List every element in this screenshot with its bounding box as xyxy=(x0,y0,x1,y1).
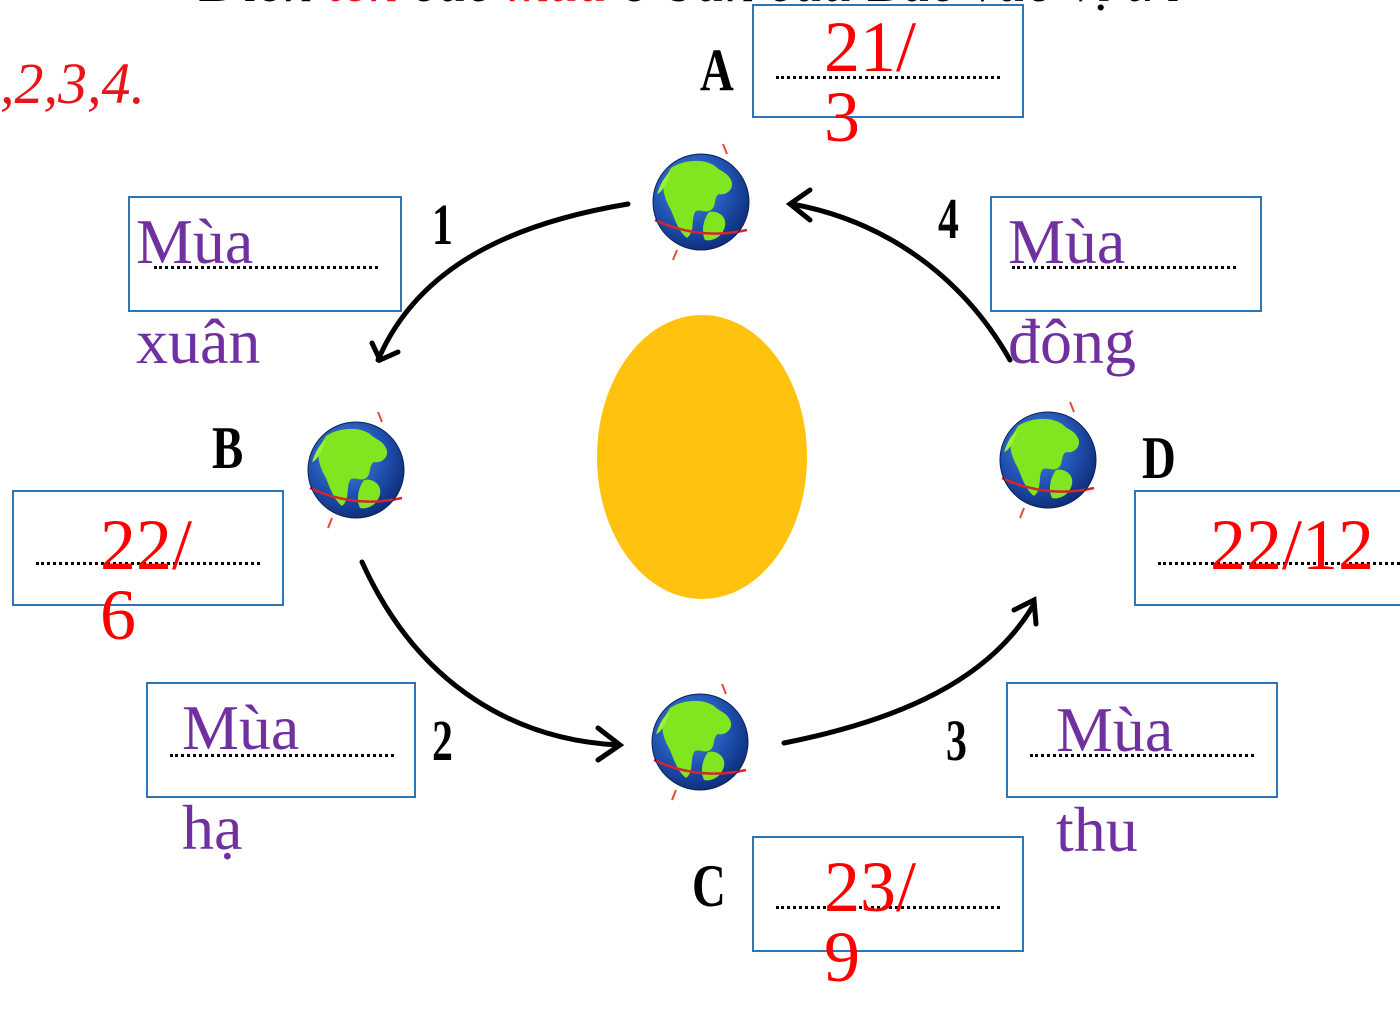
season-box-4[interactable] xyxy=(990,196,1262,312)
dotted-blank xyxy=(170,754,394,757)
dotted-blank xyxy=(1158,562,1400,565)
date-box-b[interactable] xyxy=(12,490,284,606)
season-1-line2: xuân xyxy=(136,306,261,377)
season-number-4: 4 xyxy=(938,186,959,251)
date-c-line2: 9 xyxy=(824,917,860,997)
season-answer-4: Mùa đông xyxy=(1008,192,1136,392)
instruction-part: các xyxy=(398,0,508,14)
season-2-line2: hạ xyxy=(182,792,243,863)
date-answer-d: 22/12 xyxy=(1210,505,1375,585)
earth-globe-icon xyxy=(306,410,406,530)
dotted-blank xyxy=(1012,266,1236,269)
arrow-C-to-D xyxy=(781,601,1037,746)
arrowhead-A xyxy=(785,187,813,223)
arrow-D-to-A xyxy=(789,201,1013,363)
instruction-part: Điền xyxy=(200,0,327,14)
date-b-line1: 22/ xyxy=(100,505,193,585)
instruction-keyword-ten: tên xyxy=(327,0,398,14)
date-box-a[interactable] xyxy=(752,4,1024,118)
position-label-b: B xyxy=(212,415,244,481)
date-a-line1: 21/ xyxy=(824,7,917,87)
date-b-line2: 6 xyxy=(100,575,136,655)
arrow-A-to-B xyxy=(375,201,631,363)
position-label-c: C xyxy=(692,853,726,919)
date-answer-b: 22/6 xyxy=(100,509,192,651)
sun-icon xyxy=(597,315,807,599)
season-3-line2: thu xyxy=(1056,794,1138,865)
arrow-B-to-C xyxy=(359,559,621,748)
earth-globe-icon xyxy=(998,400,1098,520)
orbit-arrows xyxy=(359,187,1039,763)
dotted-blank xyxy=(36,562,260,565)
position-label-a: A xyxy=(700,37,734,103)
date-answer-c: 23/9 xyxy=(824,851,916,993)
instruction-part: ở bán cầu Bắc vào vị trí xyxy=(608,0,1181,14)
season-box-1[interactable] xyxy=(128,196,402,312)
dotted-blank xyxy=(1030,754,1254,757)
instruction-keyword-mua: mùa xyxy=(508,0,608,14)
season-box-3[interactable] xyxy=(1006,682,1278,798)
position-label-d: D xyxy=(1142,425,1176,491)
arrowhead-C xyxy=(595,725,625,763)
date-box-c[interactable] xyxy=(752,836,1024,952)
season-answer-1: Mùa xuân xyxy=(136,192,260,392)
season-number-2: 2 xyxy=(432,708,453,773)
instruction-line-2: ,2,3,4. xyxy=(0,51,145,116)
instruction-line-1: Điền tên các mùa ở bán cầu Bắc vào vị tr… xyxy=(200,0,1181,15)
season-answer-2: Mùa hạ xyxy=(182,678,299,878)
season-number-1: 1 xyxy=(432,192,453,257)
date-box-d[interactable] xyxy=(1134,490,1400,606)
season-box-2[interactable] xyxy=(146,682,416,798)
season-3-line1: Mùa xyxy=(1056,694,1174,765)
season-answer-3: Mùa thu xyxy=(1056,680,1173,880)
arrowhead-D xyxy=(1011,596,1039,627)
dotted-blank xyxy=(776,906,1000,909)
dotted-blank xyxy=(776,76,1000,79)
earth-globe-icon xyxy=(650,682,750,802)
season-2-line1: Mùa xyxy=(182,692,300,763)
earth-globe-icon xyxy=(651,142,751,262)
season-1-line1: Mùa xyxy=(136,206,254,277)
dotted-blank xyxy=(154,266,378,269)
arrowhead-B xyxy=(369,340,401,364)
date-a-line2: 3 xyxy=(824,77,860,157)
season-4-line1: Mùa xyxy=(1008,206,1126,277)
date-c-line1: 23/ xyxy=(824,847,917,927)
season-number-3: 3 xyxy=(946,708,967,773)
date-answer-a: 21/3 xyxy=(824,11,916,153)
season-4-line2: đông xyxy=(1008,306,1136,377)
